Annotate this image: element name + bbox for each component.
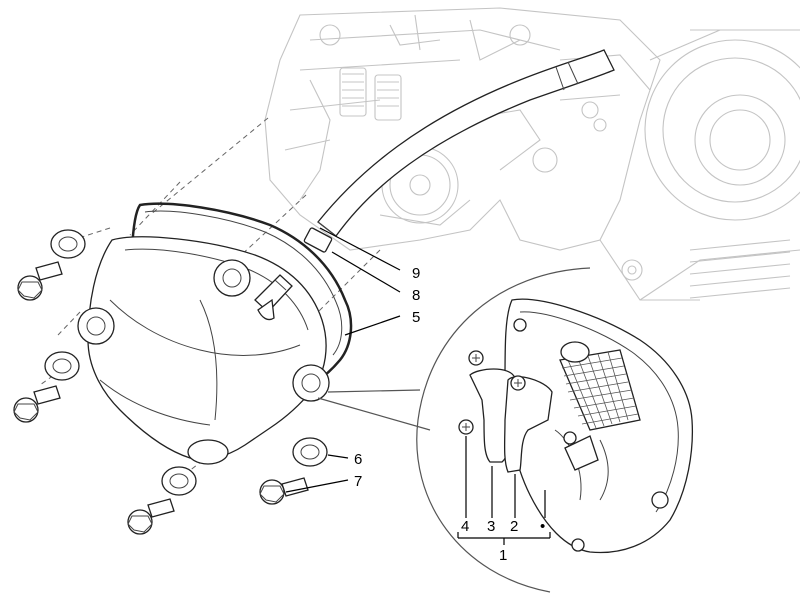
screw-top bbox=[468, 350, 484, 366]
callout-7: 7 bbox=[354, 473, 362, 490]
leader-lines bbox=[285, 227, 551, 545]
bolt-top-left bbox=[17, 261, 63, 301]
bolt-bottom bbox=[127, 498, 175, 535]
detail-inset bbox=[317, 267, 693, 593]
washer-left-middle bbox=[44, 351, 80, 381]
screw-bottom bbox=[458, 419, 474, 435]
callout-3: 3 bbox=[487, 518, 495, 535]
valve-cover bbox=[77, 236, 330, 465]
hose-clip bbox=[303, 227, 333, 253]
callout-labels: 9 8 5 6 7 4 3 2 • 1 bbox=[354, 265, 545, 564]
engine-block-background bbox=[264, 7, 800, 301]
bolt-left-middle bbox=[13, 385, 61, 423]
breather-hose bbox=[317, 49, 615, 237]
washer-top-left bbox=[50, 229, 86, 259]
screw-middle bbox=[510, 375, 526, 391]
washer-bottom bbox=[161, 466, 197, 496]
bolt-7 bbox=[259, 477, 309, 505]
callout-8: 8 bbox=[412, 287, 420, 304]
callout-6: 6 bbox=[354, 451, 362, 468]
callout-4: 4 bbox=[461, 518, 469, 535]
callout-9: 9 bbox=[412, 265, 420, 282]
callout-2: 2 bbox=[510, 518, 518, 535]
callout-dot: • bbox=[540, 518, 545, 535]
washer-6 bbox=[292, 437, 328, 467]
breather-mesh bbox=[561, 351, 639, 429]
callout-1: 1 bbox=[499, 547, 507, 564]
callout-5: 5 bbox=[412, 309, 420, 326]
